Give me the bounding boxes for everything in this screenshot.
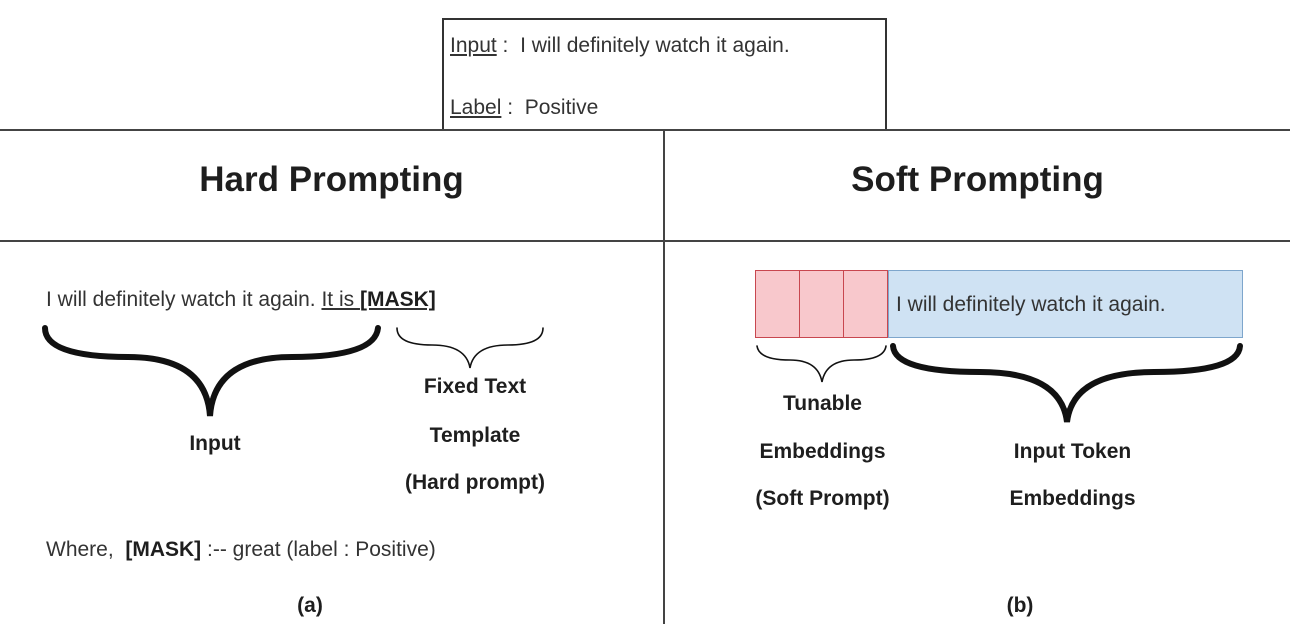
example-box: Input : I will definitely watch it again…	[442, 18, 887, 130]
soft-prompt-cell-1	[755, 270, 800, 338]
input-token-box: I will definitely watch it again.	[888, 270, 1243, 338]
panel-divider	[663, 130, 665, 624]
hard-template-brace	[396, 327, 544, 369]
example-input-value: I will definitely watch it again.	[520, 34, 790, 57]
soft-input-caption-2: Embeddings	[1009, 487, 1136, 510]
example-input-key: Input	[450, 34, 497, 57]
soft-tunable-caption-1: Tunable	[783, 392, 862, 415]
panel-a-label: (a)	[297, 594, 323, 617]
hard-template-caption-3: (Hard prompt)	[405, 471, 545, 494]
soft-input-brace	[890, 343, 1243, 423]
example-input-row: Input : I will definitely watch it again…	[450, 34, 790, 58]
soft-prompting-heading: Soft Prompting	[851, 160, 1104, 199]
example-label-row: Label : Positive	[450, 96, 598, 120]
example-label-key: Label	[450, 96, 502, 119]
hard-template-caption-2: Template	[429, 424, 521, 447]
soft-prompt-cell-2	[799, 270, 844, 338]
example-label-sep: :	[501, 96, 525, 119]
example-input-sep: :	[496, 34, 521, 57]
where-mask: [MASK]	[125, 538, 202, 561]
hard-prompting-heading: Hard Prompting	[199, 160, 464, 199]
hard-where-note: Where, [MASK] :-- great (label : Positiv…	[46, 538, 436, 562]
panel-b-label: (b)	[1006, 594, 1034, 617]
hard-prompt-sentence: I will definitely watch it again. It is …	[46, 288, 436, 312]
heading-divider	[0, 240, 1290, 242]
example-label-value: Positive	[524, 96, 599, 119]
soft-tunable-brace	[756, 345, 887, 383]
hard-input-sentence: I will definitely watch it again.	[46, 288, 322, 311]
hard-input-brace	[42, 325, 381, 417]
hard-template-caption-1: Fixed Text	[423, 375, 527, 398]
soft-input-caption-1: Input Token	[1013, 440, 1132, 463]
hard-mask-token: [MASK]	[359, 288, 436, 311]
top-divider	[0, 129, 1290, 131]
soft-tunable-caption-3: (Soft Prompt)	[755, 487, 890, 510]
hard-template-text: It is [MASK]	[321, 288, 436, 311]
where-suffix: :-- great (label : Positive)	[201, 538, 436, 561]
hard-input-caption: Input	[189, 432, 241, 455]
where-prefix: Where,	[46, 538, 126, 561]
soft-prompt-cell-3	[843, 270, 888, 338]
soft-tunable-caption-2: Embeddings	[759, 440, 886, 463]
